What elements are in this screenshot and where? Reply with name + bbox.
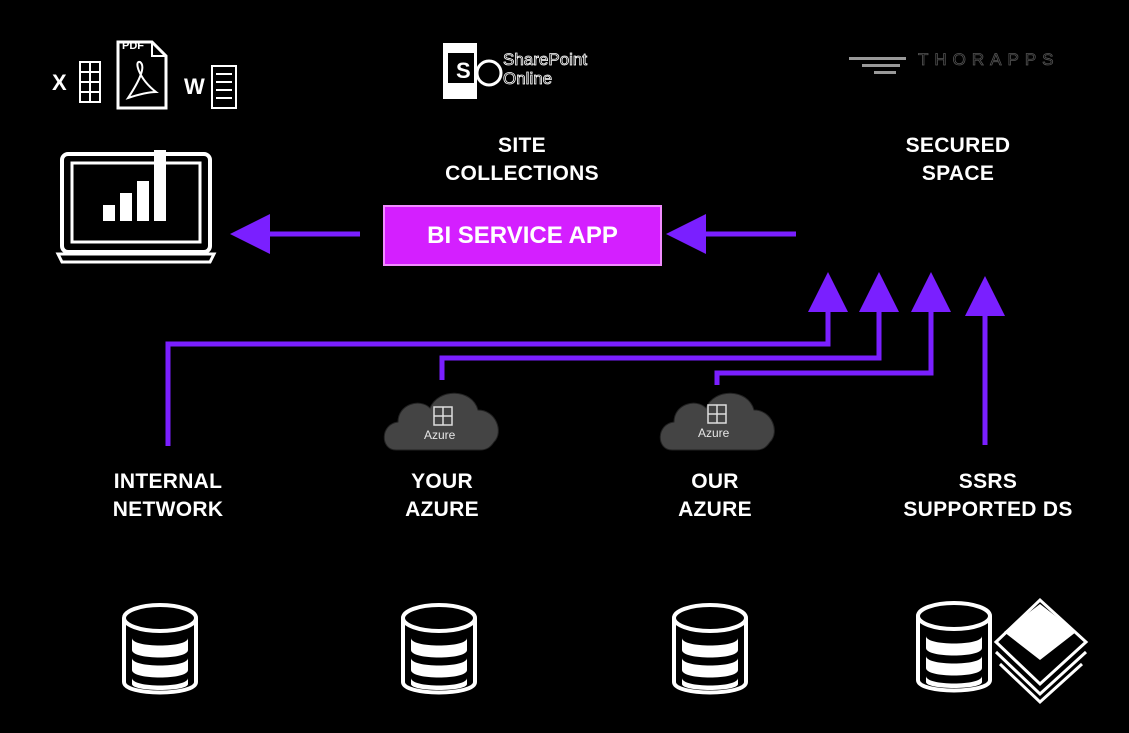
- word-icon: [211, 65, 237, 109]
- thorapps-logo-text: THORAPPS: [918, 50, 1060, 70]
- internal-network-label: INTERNAL NETWORK: [112, 470, 224, 521]
- database-icon-ssrs: [916, 601, 992, 693]
- your-azure-cloud-icon: [383, 392, 499, 451]
- secured-space-label: SECURED SPACE: [905, 134, 1011, 185]
- pdf-icon: [116, 40, 168, 110]
- excel-icon: [79, 61, 101, 103]
- connector-internal-network: [165, 272, 848, 446]
- our-azure-cloud-caption: Azure: [698, 426, 730, 440]
- svg-text:S: S: [456, 58, 471, 83]
- our-azure-label: OUR AZURE: [678, 470, 752, 521]
- your-azure-cloud-caption: Azure: [424, 428, 456, 442]
- laptop-chart-icon: [55, 150, 217, 264]
- layers-stack-icon: [993, 597, 1089, 705]
- your-azure-label: YOUR AZURE: [405, 470, 479, 521]
- sharepoint-icon: [443, 43, 503, 99]
- excel-letter: X: [52, 70, 67, 95]
- database-icon-your-azure: [401, 603, 477, 695]
- database-icon-our-azure: [672, 603, 748, 695]
- word-letter: W: [184, 74, 205, 99]
- bi-service-app-box: BI SERVICE APP: [383, 205, 662, 266]
- connector-your-azure: [439, 272, 899, 380]
- our-azure-cloud-icon: [659, 392, 775, 451]
- database-icon-internal: [122, 603, 198, 695]
- pdf-label: PDF: [122, 40, 144, 52]
- sharepoint-logo-text: SharePoint Online: [503, 50, 588, 89]
- thorapps-logo-icon: [849, 57, 906, 74]
- connector-our-azure: [714, 272, 951, 385]
- ssrs-supported-ds-label: SSRS SUPPORTED DS: [903, 470, 1073, 521]
- site-collections-label: SITE COLLECTIONS: [445, 134, 599, 185]
